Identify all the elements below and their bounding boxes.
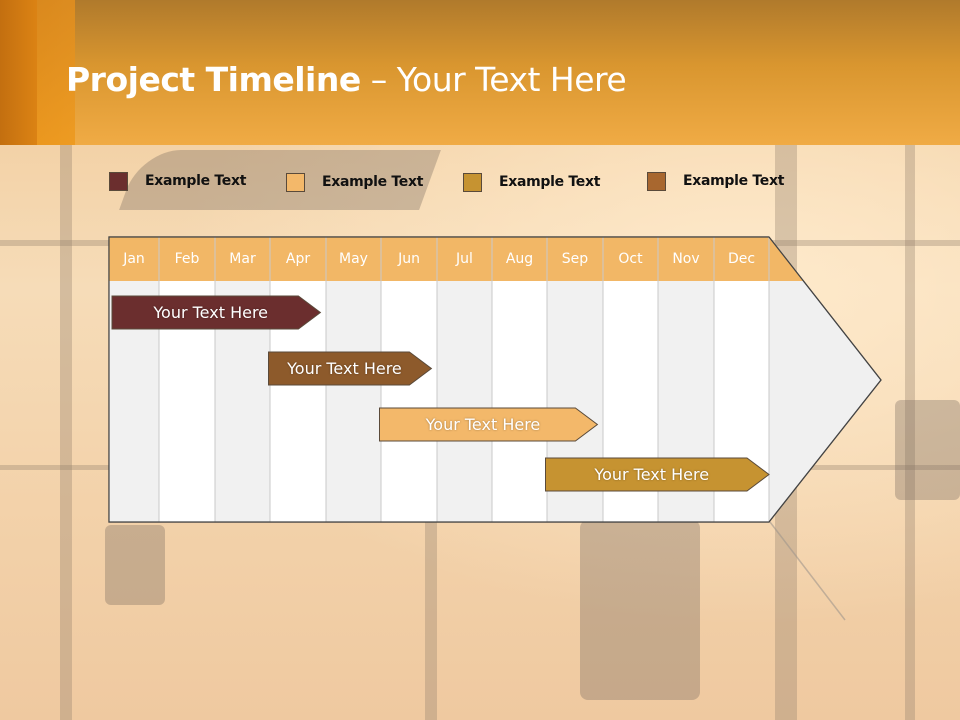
month-label-may: May (339, 251, 368, 267)
month-column-may (326, 281, 381, 522)
legend-item-4: Example Text (647, 171, 784, 191)
title-bold: Project Timeline (66, 60, 361, 99)
month-label-mar: Mar (229, 251, 256, 267)
header-accent-stripe-inner (37, 0, 75, 145)
task-bar-label-4: Your Text Here (594, 465, 710, 484)
timeline-arrow-outline (108, 236, 882, 523)
month-label-feb: Feb (174, 251, 200, 267)
task-bar-1 (111, 295, 322, 330)
legend-swatch-3 (463, 172, 482, 192)
month-label-jan: Jan (123, 251, 145, 267)
legend-label-4: Example Text (683, 173, 785, 189)
month-label-apr: Apr (285, 251, 311, 267)
month-label-nov: Nov (672, 251, 700, 267)
month-header-strip (109, 237, 803, 281)
task-bar-2 (268, 351, 433, 386)
title-rest: – Your Text Here (360, 60, 627, 99)
task-bar-label-3: Your Text Here (425, 415, 541, 434)
month-label-oct: Oct (618, 251, 643, 267)
legend-label-3: Example Text (499, 174, 601, 190)
legend-item-1: Example Text (109, 171, 246, 191)
legend-swatch-2 (286, 172, 305, 192)
arrow-reflection (769, 521, 846, 621)
legend-swatch-4 (647, 171, 666, 191)
legend-item-2: Example Text (286, 172, 423, 192)
legend-item-3: Example Text (463, 172, 600, 192)
legend-swatch-1 (109, 171, 128, 191)
month-column-jun (381, 281, 437, 522)
task-bar-3 (379, 407, 599, 442)
month-label-dec: Dec (727, 251, 756, 267)
task-bar-4 (545, 457, 770, 492)
legend-label-2: Example Text (322, 174, 424, 190)
month-label-jun: Jun (398, 251, 420, 267)
task-bar-label-2: Your Text Here (287, 359, 402, 378)
month-label-jul: Jul (456, 251, 473, 267)
month-label-sep: Sep (561, 251, 589, 267)
task-bar-label-1: Your Text Here (153, 303, 269, 322)
month-label-aug: Aug (505, 251, 534, 267)
month-column-jul (437, 281, 492, 522)
page-title: Project Timeline – Your Text Here (66, 60, 627, 99)
legend-label-1: Example Text (145, 173, 247, 189)
month-column-aug (492, 281, 547, 522)
header-band: Project Timeline – Your Text Here (0, 0, 960, 145)
